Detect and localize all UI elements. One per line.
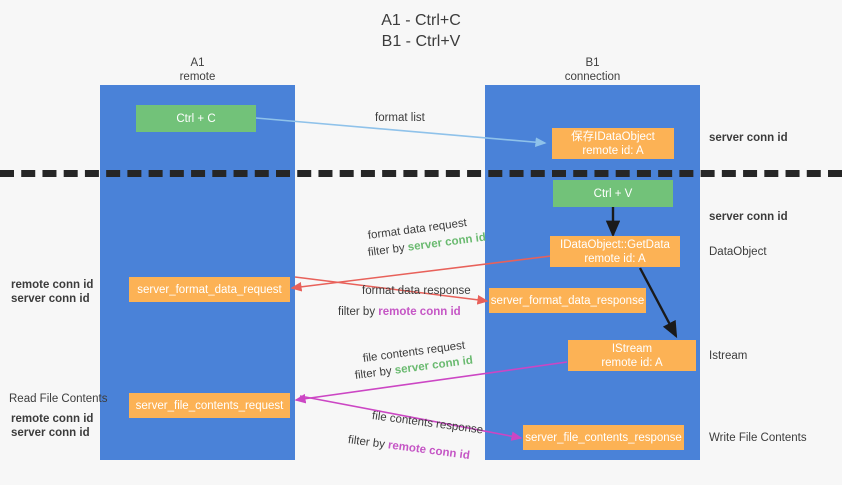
filter-prefix: filter by — [338, 306, 379, 318]
lane-header-a1: A1 remote — [100, 56, 295, 84]
box-istream-line2: remote id: A — [601, 356, 663, 369]
edge-label-format-data-response: format data response — [362, 285, 471, 297]
left-label-remote-conn-id-lower: remote conn id — [11, 413, 94, 425]
filter-value-remote-conn-id: remote conn id — [387, 439, 471, 462]
box-server-format-data-response-label: server_format_data_response — [490, 294, 645, 307]
box-server-file-contents-request[interactable]: server_file_contents_request — [129, 393, 290, 418]
lane-a1-name: A1 — [190, 57, 205, 69]
lane-a1-sub: remote — [179, 71, 216, 83]
box-istream-line1: IStream — [611, 342, 653, 355]
right-label-dataobject: DataObject — [709, 246, 767, 258]
filter-value-remote-conn-id: remote conn id — [378, 306, 461, 318]
box-getdata-line1: IDataObject::GetData — [560, 238, 670, 251]
title-line-2: B1 - Ctrl+V — [381, 33, 461, 50]
filter-prefix: filter by — [354, 364, 396, 382]
right-label-istream: Istream — [709, 350, 748, 362]
box-server-file-contents-response-label: server_file_contents_response — [525, 431, 682, 444]
left-label-server-conn-id-lower: server conn id — [11, 427, 90, 439]
box-save-idataobject[interactable]: 保存IDataObject remote id: A — [552, 128, 674, 159]
lane-b1-name: B1 — [585, 57, 600, 69]
lane-header-b1: B1 connection — [485, 56, 700, 84]
box-idataobject-getdata[interactable]: IDataObject::GetData remote id: A — [550, 236, 680, 267]
box-ctrl-v[interactable]: Ctrl + V — [553, 180, 673, 207]
filter-prefix: filter by — [347, 434, 389, 452]
box-server-file-contents-request-label: server_file_contents_request — [135, 399, 284, 412]
lane-b1-sub: connection — [564, 71, 621, 83]
box-server-format-data-request-label: server_format_data_request — [137, 283, 282, 296]
edge-label-file-contents-response-filter: filter by remote conn id — [347, 433, 471, 464]
phase-divider — [0, 170, 842, 177]
right-label-server-conn-id-mid: server conn id — [709, 211, 788, 223]
box-server-format-data-request[interactable]: server_format_data_request — [129, 277, 290, 302]
left-label-remote-conn-id-upper: remote conn id — [11, 279, 94, 291]
box-ctrl-c[interactable]: Ctrl + C — [136, 105, 256, 132]
filter-prefix: filter by — [367, 241, 409, 259]
box-server-file-contents-response[interactable]: server_file_contents_response — [523, 425, 684, 450]
edge-label-format-data-response-filter: filter by remote conn id — [338, 305, 461, 320]
box-save-idataobject-line2: remote id: A — [582, 144, 644, 157]
edge-label-format-list: format list — [375, 112, 425, 124]
box-save-idataobject-line1: 保存IDataObject — [571, 130, 655, 143]
right-label-server-conn-id-top: server conn id — [709, 132, 788, 144]
box-ctrl-v-line1: Ctrl + V — [593, 187, 633, 200]
title-line-1: A1 - Ctrl+C — [381, 12, 461, 29]
box-istream[interactable]: IStream remote id: A — [568, 340, 696, 371]
edge-label-file-contents-response: file contents response — [371, 410, 484, 437]
left-label-read-file-contents: Read File Contents — [9, 393, 108, 405]
left-label-server-conn-id-upper: server conn id — [11, 293, 90, 305]
box-server-format-data-response[interactable]: server_format_data_response — [489, 288, 646, 313]
page-title: A1 - Ctrl+C B1 - Ctrl+V — [0, 10, 842, 52]
box-getdata-line2: remote id: A — [584, 252, 646, 265]
right-label-write-file-contents: Write File Contents — [709, 432, 807, 444]
box-ctrl-c-line1: Ctrl + C — [176, 112, 216, 125]
